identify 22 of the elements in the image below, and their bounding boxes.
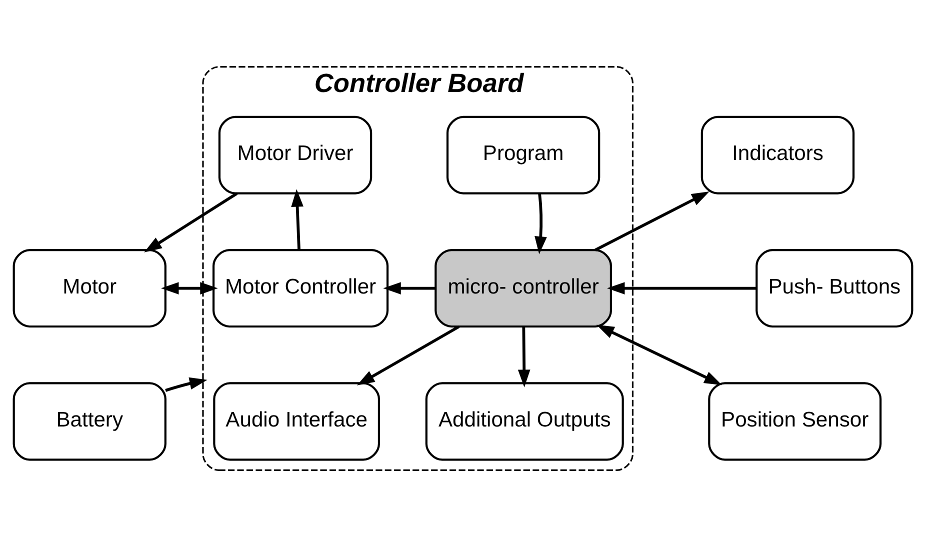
arrow	[356, 324, 460, 385]
node-box: Push- Buttons	[756, 248, 914, 328]
node-box: Additional Outputs	[425, 382, 624, 460]
arrow	[144, 192, 238, 252]
node-box: Motor Controller	[212, 248, 389, 328]
arrow	[165, 376, 208, 392]
node-box: Battery	[12, 382, 166, 460]
node-box: micro- controller	[434, 248, 612, 328]
node-box: Position Sensor	[708, 382, 882, 460]
arrow	[383, 282, 436, 294]
node-box: Motor Driver	[218, 115, 372, 194]
arrow	[596, 324, 722, 385]
node-box: Audio Interface	[213, 382, 380, 460]
node-box: Motor	[12, 248, 166, 328]
arrow	[534, 192, 547, 254]
arrow	[161, 282, 218, 294]
node-box: Program	[446, 115, 600, 194]
node-box: Indicators	[700, 115, 855, 194]
arrow	[607, 282, 756, 294]
arrow	[518, 326, 530, 387]
arrow	[594, 191, 710, 251]
arrow	[291, 188, 304, 250]
